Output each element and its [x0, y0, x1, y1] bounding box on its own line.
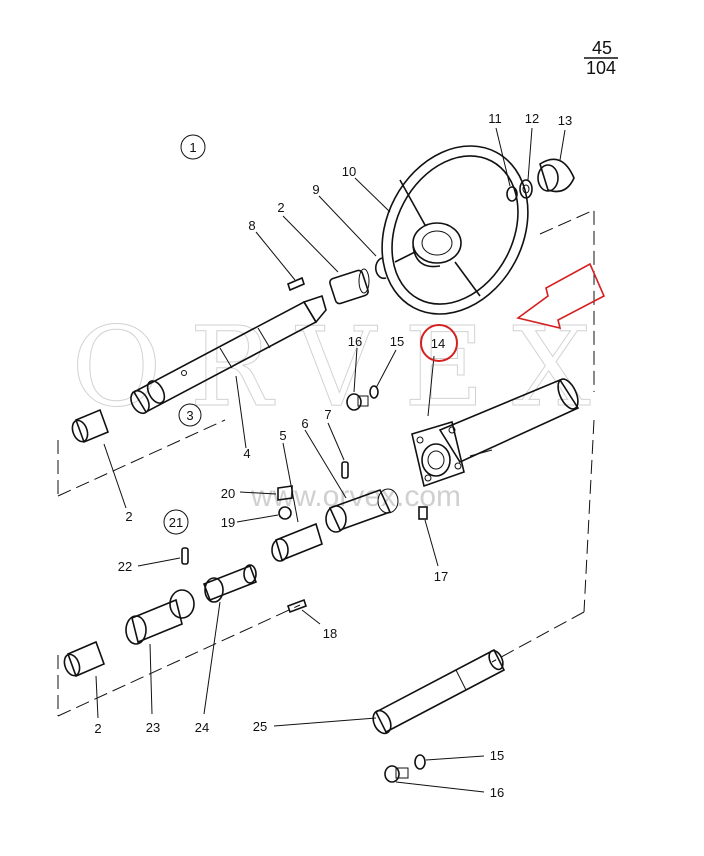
- group-marker-1: 1: [180, 134, 206, 160]
- upper-shaft: [130, 294, 327, 415]
- part-label: 20: [221, 486, 235, 501]
- part-label: 22: [118, 559, 132, 574]
- group-marker-label: 3: [186, 408, 193, 423]
- group-marker-21: 21: [163, 509, 189, 535]
- lower-shaft: [372, 648, 506, 735]
- universal-joint-lower: [125, 547, 258, 645]
- part-labels: 11 12 13 10 9 2 8 14 16 15 7 6 5 4 2 20 …: [94, 111, 572, 800]
- part-label: 18: [323, 626, 337, 641]
- highlight-circle: [420, 324, 458, 362]
- dashed-frame: [57, 209, 595, 717]
- leader-lines: [95, 127, 566, 793]
- part-label: 16: [490, 785, 504, 800]
- watermark-main: ORVEX: [71, 303, 618, 431]
- page-code-top: 45: [592, 38, 612, 58]
- group-marker-circle: [180, 134, 206, 160]
- part-label: 7: [324, 407, 331, 422]
- pin: [286, 598, 308, 614]
- steering-wheel: [381, 145, 529, 315]
- bushing-bottom: [63, 640, 106, 678]
- part-label: 24: [195, 720, 209, 735]
- part-label: 15: [490, 748, 504, 763]
- group-marker-circle: [178, 403, 202, 427]
- part-label: 25: [253, 719, 267, 734]
- part-label: 19: [221, 515, 235, 530]
- watermark: ORVEX www.orvex.com: [71, 303, 618, 514]
- bottom-fasteners: [384, 754, 426, 783]
- part-label: 16: [348, 334, 362, 349]
- part-label: 6: [301, 416, 308, 431]
- part-label: 5: [279, 428, 286, 443]
- part-label: 14: [431, 336, 445, 351]
- middle-fasteners: [346, 385, 428, 520]
- part-label: 4: [243, 446, 250, 461]
- callout-arrow: [516, 262, 606, 330]
- part-label: 2: [94, 721, 101, 736]
- part-label: 23: [146, 720, 160, 735]
- bushing-left: [71, 408, 110, 444]
- hub-fasteners: [506, 158, 575, 202]
- group-marker-3: 3: [178, 403, 202, 427]
- part-label: 2: [277, 200, 284, 215]
- universal-joint-upper: [271, 461, 399, 562]
- part-label: 15: [390, 334, 404, 349]
- group-marker-circle: [163, 509, 189, 535]
- column-tube: [411, 378, 580, 488]
- upper-small-parts: [287, 257, 387, 305]
- part-label: 13: [558, 113, 572, 128]
- part-label: 10: [342, 164, 356, 179]
- part-label: 2: [125, 509, 132, 524]
- group-marker-label: 21: [169, 515, 183, 530]
- part-label: 9: [312, 182, 319, 197]
- page-code: 45 104: [584, 38, 618, 78]
- part-label: 8: [248, 218, 255, 233]
- part-label: 11: [488, 111, 502, 126]
- part-label: 12: [525, 111, 539, 126]
- group-marker-label: 1: [189, 140, 196, 155]
- page-code-bottom: 104: [586, 58, 616, 78]
- part-label: 17: [434, 569, 448, 584]
